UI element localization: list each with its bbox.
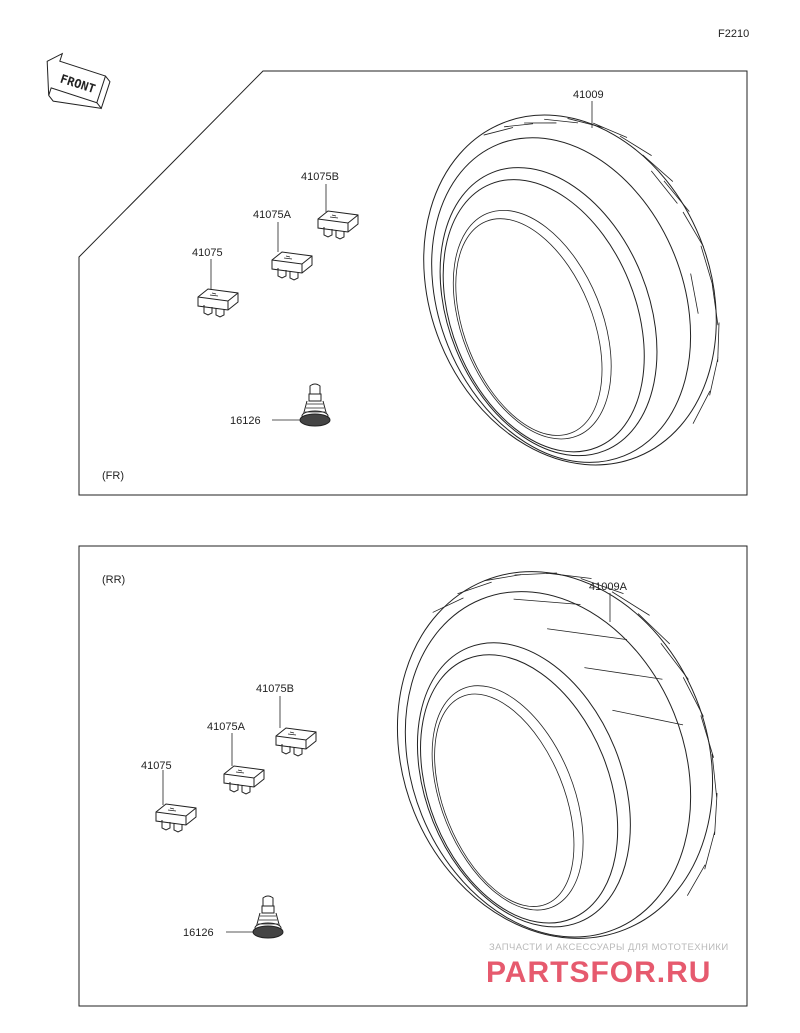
valve-stem-icon [252,895,284,939]
label-valve: 16126 [230,415,261,427]
front-arrow-icon: FRONT [46,52,111,110]
front-section-border [78,70,748,496]
balance-weight-icon [197,288,239,318]
balance-weight-icon [223,765,265,795]
balance-weight-icon [275,727,317,757]
balance-weight-icon [271,251,313,281]
label-tire: 41009A [589,581,628,593]
front-section-tag: (FR) [102,470,124,482]
rear-section: (RR) 41009A 41075B 41075A 41075 [78,545,748,1007]
rear-section-border [78,545,748,1007]
label-weight: 41075 [141,760,172,772]
tire-icon [423,114,720,466]
label-tire: 41009 [573,89,604,101]
tire-icon [396,571,718,939]
balance-weight-icon [317,210,359,240]
balance-weight-icon [155,803,197,833]
front-section: (FR) 41009 41075B 41075A 41075 [78,70,748,496]
label-weight: 41075 [192,247,223,259]
label-weight-a: 41075A [207,721,246,733]
label-valve: 16126 [183,927,214,939]
label-weight-a: 41075A [253,209,292,221]
watermark-subtitle: ЗАПЧАСТИ И АКСЕССУАРЫ ДЛЯ МОТОТЕХНИКИ [489,942,729,953]
label-weight-b: 41075B [301,171,339,183]
figure-code: F2210 [718,28,749,40]
rear-section-tag: (RR) [102,574,125,586]
valve-stem-icon [299,383,331,427]
watermark: ЗАПЧАСТИ И АКСЕССУАРЫ ДЛЯ МОТОТЕХНИКИ PA… [486,942,729,989]
watermark-brand: PARTSFOR.RU [486,956,711,989]
label-weight-b: 41075B [256,683,294,695]
